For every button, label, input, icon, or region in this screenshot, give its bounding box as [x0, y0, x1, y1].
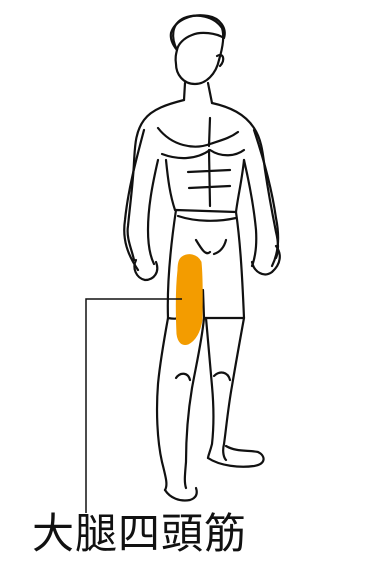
left-leg-outer: [157, 318, 168, 490]
torso-left: [166, 160, 175, 210]
right-foot: [208, 446, 264, 467]
leader-line: [86, 299, 182, 513]
left-arm-inner: [148, 160, 158, 264]
head-outline: [173, 16, 223, 84]
abs: [188, 150, 230, 206]
left-shoulder: [128, 100, 184, 260]
right-arm-inner: [244, 160, 256, 266]
right-arm-outer: [254, 130, 278, 266]
left-knee: [176, 374, 190, 380]
pec-lines: [162, 150, 244, 158]
shorts-pocket: [214, 240, 226, 254]
right-knee: [214, 373, 230, 380]
torso-right: [236, 160, 244, 212]
left-foot: [165, 488, 197, 501]
shorts-waist: [178, 216, 236, 221]
neck: [184, 83, 212, 103]
shorts-fly: [196, 240, 210, 253]
chest: [158, 118, 238, 147]
right-leg-outer: [223, 318, 244, 460]
muscle-label: 大腿四頭筋: [32, 508, 247, 560]
right-leg-inner: [206, 318, 214, 458]
